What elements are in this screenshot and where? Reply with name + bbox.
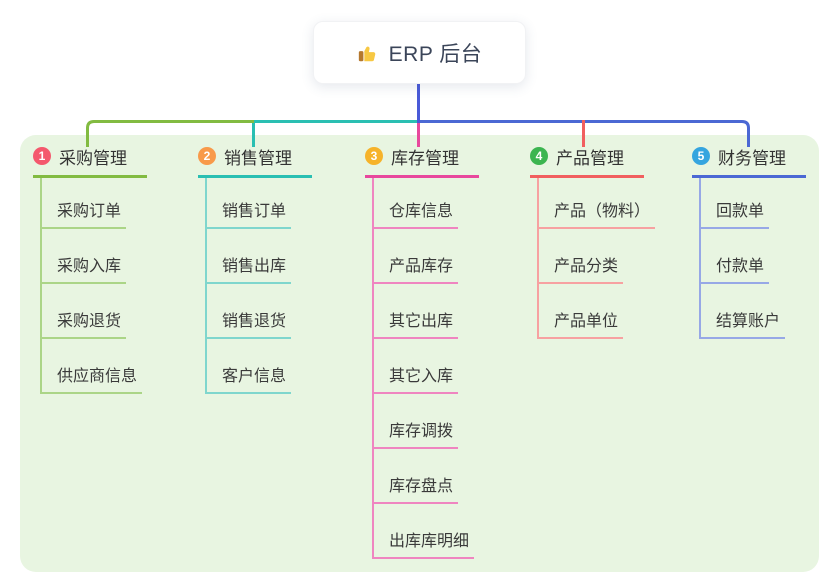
branch-children: 销售订单销售出库销售退货客户信息	[205, 178, 292, 394]
child-node[interactable]: 客户信息	[207, 339, 292, 394]
branch-1: 1 采购管理 采购订单采购入库采购退货供应商信息	[33, 145, 147, 394]
thumbs-up-icon	[357, 42, 379, 64]
child-node[interactable]: 产品（物料）	[539, 178, 656, 229]
branch-title-2[interactable]: 2 销售管理	[198, 145, 312, 178]
branch-children: 采购订单采购入库采购退货供应商信息	[40, 178, 143, 394]
branch-title-label: 采购管理	[59, 148, 127, 168]
child-node[interactable]: 产品单位	[539, 284, 624, 339]
branch-2: 2 销售管理 销售订单销售出库销售退货客户信息	[198, 145, 312, 394]
child-node[interactable]: 仓库信息	[374, 178, 459, 229]
child-node[interactable]: 其它入库	[374, 339, 459, 394]
branch-number-badge: 1	[33, 147, 51, 165]
branches-panel	[20, 135, 819, 572]
child-node[interactable]: 销售订单	[207, 178, 292, 229]
branch-title-label: 产品管理	[556, 148, 624, 168]
branch-children: 产品（物料）产品分类产品单位	[537, 178, 656, 339]
root-node[interactable]: ERP 后台	[313, 21, 526, 84]
child-node[interactable]: 产品库存	[374, 229, 459, 284]
child-node[interactable]: 供应商信息	[42, 339, 143, 394]
branch-title-4[interactable]: 4 产品管理	[530, 145, 644, 178]
child-node[interactable]: 出库库明细	[374, 504, 475, 559]
child-node[interactable]: 库存调拨	[374, 394, 459, 449]
branch-title-3[interactable]: 3 库存管理	[365, 145, 479, 178]
branch-title-5[interactable]: 5 财务管理	[692, 145, 806, 178]
branch-number-badge: 3	[365, 147, 383, 165]
child-node[interactable]: 采购退货	[42, 284, 127, 339]
child-node[interactable]: 采购入库	[42, 229, 127, 284]
branch-5: 5 财务管理 回款单付款单结算账户	[692, 145, 806, 339]
child-node[interactable]: 付款单	[701, 229, 770, 284]
branch-children: 仓库信息产品库存其它出库其它入库库存调拨库存盘点出库库明细	[372, 178, 475, 559]
child-node[interactable]: 采购订单	[42, 178, 127, 229]
branch-title-label: 库存管理	[391, 148, 459, 168]
branch-3: 3 库存管理 仓库信息产品库存其它出库其它入库库存调拨库存盘点出库库明细	[365, 145, 479, 559]
branch-title-1[interactable]: 1 采购管理	[33, 145, 147, 178]
branch-children: 回款单付款单结算账户	[699, 178, 786, 339]
child-node[interactable]: 库存盘点	[374, 449, 459, 504]
branch-number-badge: 5	[692, 147, 710, 165]
branch-title-label: 销售管理	[224, 148, 292, 168]
root-node-label: ERP 后台	[388, 42, 483, 66]
child-node[interactable]: 产品分类	[539, 229, 624, 284]
branch-4: 4 产品管理 产品（物料）产品分类产品单位	[530, 145, 656, 339]
child-node[interactable]: 销售出库	[207, 229, 292, 284]
child-node[interactable]: 结算账户	[701, 284, 786, 339]
child-node[interactable]: 回款单	[701, 178, 770, 229]
child-node[interactable]: 其它出库	[374, 284, 459, 339]
branch-number-badge: 4	[530, 147, 548, 165]
child-node[interactable]: 销售退货	[207, 284, 292, 339]
branch-title-label: 财务管理	[718, 148, 786, 168]
branch-number-badge: 2	[198, 147, 216, 165]
